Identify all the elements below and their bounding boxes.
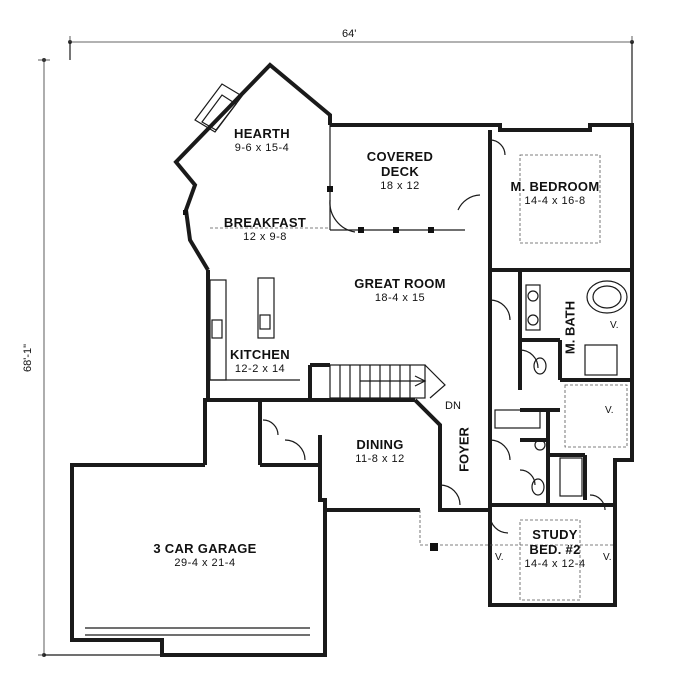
room-name-line2: DECK — [380, 163, 420, 179]
stair-down-label: DN — [445, 400, 461, 412]
room-label-kitchen: KITCHEN 12-2 x 14 — [220, 347, 300, 376]
room-size: 14-4 x 16-8 — [524, 194, 586, 207]
room-label-garage: 3 CAR GARAGE 29-4 x 21-4 — [135, 541, 275, 570]
room-name: DINING — [356, 437, 404, 452]
room-label-study: STUDY BED. #2 14-4 x 12-4 — [510, 527, 600, 571]
room-size: 12-2 x 14 — [234, 362, 286, 375]
bath-fixtures — [494, 280, 628, 497]
overall-width-dimension: 64' — [342, 28, 357, 40]
room-size: 14-4 x 12-4 — [524, 557, 586, 570]
overall-depth-dimension: 68'-1" — [22, 343, 35, 373]
room-name: 3 CAR GARAGE — [153, 541, 257, 556]
room-size: 18-4 x 15 — [374, 291, 426, 304]
stairs — [329, 364, 446, 399]
room-label-master-bedroom: M. BEDROOM 14-4 x 16-8 — [495, 179, 615, 208]
room-name: HEARTH — [234, 126, 290, 141]
room-name-line1: COVERED — [366, 149, 434, 164]
vent-label: V. — [603, 552, 612, 563]
room-label-great-room: GREAT ROOM 18-4 x 15 — [340, 276, 460, 305]
exterior-walls — [70, 62, 634, 657]
room-label-master-bath: M. BATH — [562, 300, 578, 355]
deck-posts — [183, 186, 438, 551]
room-name-line1: STUDY — [532, 527, 578, 542]
room-name: M. BEDROOM — [510, 179, 600, 194]
vent-label: V. — [495, 552, 504, 563]
doors — [262, 139, 606, 534]
dimension-lines — [38, 36, 634, 657]
room-label-hearth: HEARTH 9-6 x 15-4 — [222, 126, 302, 155]
room-size: 18 x 12 — [380, 179, 420, 192]
interior-walls — [205, 130, 632, 510]
room-name: GREAT ROOM — [354, 276, 446, 291]
room-name: KITCHEN — [230, 347, 290, 362]
kitchen-counters — [209, 277, 300, 381]
room-label-dining: DINING 11-8 x 12 — [340, 437, 420, 466]
room-label-covered-deck: COVERED DECK 18 x 12 — [360, 149, 440, 193]
room-size: 29-4 x 21-4 — [174, 556, 236, 569]
room-size: 9-6 x 15-4 — [234, 141, 290, 154]
room-name: BREAKFAST — [223, 215, 307, 230]
vent-label: V. — [605, 405, 614, 416]
room-size: 12 x 9-8 — [243, 230, 287, 243]
vent-label: V. — [610, 320, 619, 331]
room-label-foyer: FOYER — [456, 427, 472, 472]
room-name-line2: BED. #2 — [529, 541, 581, 557]
room-size: 11-8 x 12 — [355, 452, 405, 465]
room-label-breakfast: BREAKFAST 12 x 9-8 — [215, 215, 315, 244]
